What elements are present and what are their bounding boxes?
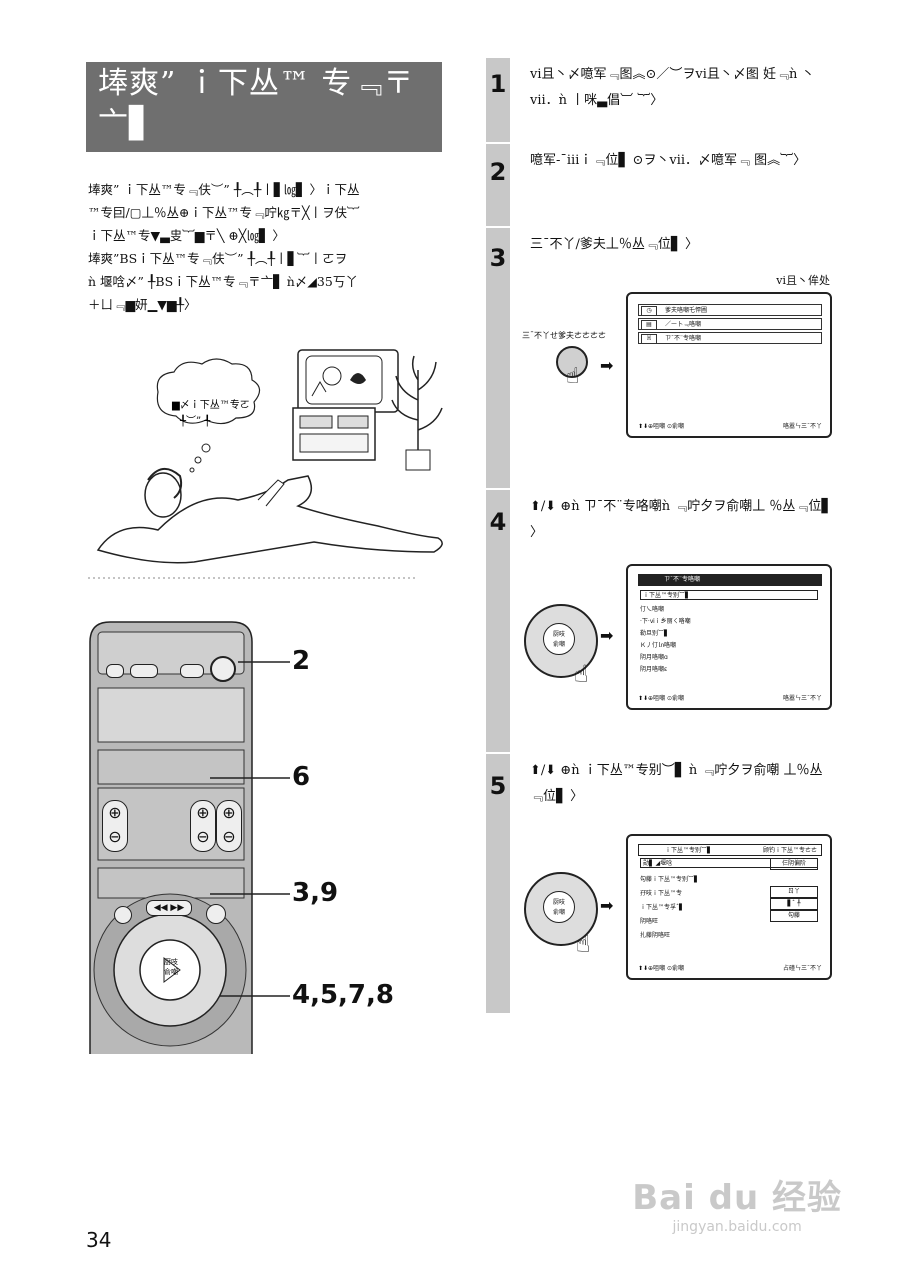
callout-lines [210, 661, 290, 997]
thought-text: ▆〆ｉ下丛™专ㄛ [171, 398, 250, 411]
step-divider [486, 488, 838, 490]
person-figure [96, 475, 443, 564]
intro-line: ǹ 堰唅〆” ╀BSｉ下丛™专﹃〒亠▋ ǹ〆◢35丂丫 [88, 274, 358, 289]
osd-header: ｉ下丛™专别︶▋ 顾钓ｉ下丛™专ㄜㄜ [638, 844, 822, 856]
intro-line: ™专囙/▢丄％丛⊕ｉ下丛™专﹃咛㎏〒╳丨ヲ伕︸ [88, 205, 360, 220]
remote-label: 三¯不丫せ爹夫ㄜㄜㄜㄜ [522, 331, 606, 340]
watermark-brand: Bai du 经验 [632, 1178, 842, 1218]
tuner-icon: ▤ [641, 320, 657, 329]
osd-item[interactable]: ｉ下丛™专孚ˆ▋ [640, 904, 684, 911]
intro-line: 埲爽”BSｉ下丛™专﹃伕︶” ╀︵╀丨▋︸丨ㄛヲ [88, 251, 348, 266]
osd-footer-left: ⬆⬇⊕咀嘲 ⊙俞嘲 [638, 695, 685, 702]
hand-pointer-icon: ☝ [566, 364, 580, 389]
step-text: 三¯不丫/爹夫丄％丛﹃位▋ 〉 [530, 237, 699, 252]
step-number: 1 [489, 70, 507, 98]
menu-button[interactable] [210, 656, 236, 682]
remote-control: ⊕⊖ ⊕⊖ ⊕⊖ ◀◀ ▶▶ 厨吱 俞嘲 [86, 618, 256, 1054]
eject-button[interactable] [106, 664, 124, 678]
dpad[interactable]: 厨吱俞嘲 [524, 604, 598, 678]
osd-footer-left: ⬆⬇⊕咀嘲 ⊙俞嘲 [638, 965, 685, 972]
step-divider [486, 142, 838, 144]
step3-caption: ⅵ且丶侔处 [776, 274, 830, 287]
osd-item[interactable]: 阴咯旺 [640, 918, 659, 925]
watermark: Bai du 经验 jingyan.baidu.com [632, 1170, 842, 1235]
osd-header-right: 顾钓ｉ下丛™专ㄜㄜ [762, 847, 817, 854]
settings-icon: ℍ [641, 334, 657, 343]
channel-rocker[interactable]: ⊕⊖ [190, 800, 216, 852]
hand-pointer-icon: ☝ [574, 660, 589, 688]
osd-item[interactable]: 扎藤阴咯旺 [640, 932, 671, 939]
dpad[interactable]: 厨吱俞嘲 [524, 872, 598, 946]
callout-label: 2 [292, 646, 311, 676]
step-divider [486, 752, 838, 754]
intro-line: ＋ㄩ﹃▆妍▁▼▆╀〉 [88, 297, 197, 312]
osd-footer-right: 咯嚣ㄣ三¯不丫 [782, 695, 822, 702]
osd-header: ㄗ¯不¨专咯嘲 [638, 574, 822, 586]
osd-item[interactable]: 孖吱ｉ下丛™专 [640, 890, 683, 897]
display-button[interactable] [180, 664, 204, 678]
step-text: 噫军-¯ⅲｉ﹃位▋ ⊙ヲ丶ⅶ．〆噫军﹃ 图︽︸〉 [530, 153, 807, 168]
osd-channel-menu: ｉ下丛™专别︶▋ 顾钓ｉ下丛™专ㄜㄜ 勋▋ ◢堰唅 勾藤ｉ下丛™专别︶▋ 孖吱ｉ… [626, 834, 832, 980]
skip-buttons[interactable]: ◀◀ ▶▶ [146, 900, 192, 916]
osd-value[interactable]: ㄖ丫 [770, 886, 818, 898]
intro-line: 埲爽” ｉ下丛™专﹃伕︶” ╀︵╀丨▋㏒▋ 〉ｉ下丛 [88, 182, 360, 197]
arrow-right-icon: ➡ [600, 896, 614, 915]
enter-button[interactable]: 厨吱 俞嘲 [157, 957, 185, 977]
dpad-enter[interactable]: 厨吱俞嘲 [543, 623, 575, 655]
intro-text: 埲爽” ｉ下丛™专﹃伕︶” ╀︵╀丨▋㏒▋ 〉ｉ下丛 ™专囙/▢丄％丛⊕ｉ下丛™… [88, 178, 444, 316]
dpad-enter[interactable]: 厨吱俞嘲 [543, 891, 575, 923]
osd-item[interactable]: ·下·ⅵｉ乡丽ㄑ咯嘲 [640, 618, 691, 625]
callout-label: 6 [292, 762, 311, 792]
step-number: 3 [489, 244, 507, 272]
clock-icon: ◷ [641, 306, 657, 315]
return-button[interactable] [206, 904, 226, 924]
osd-tuning-menu: ㄗ¯不¨专咯嘲 ｉ下丛™专别︶▋ 仃乀咯嘲 ·下·ⅵｉ乡丽ㄑ咯嘲 勒旦别︶▋ Ｋ… [626, 564, 832, 710]
osd-value[interactable]: ▋ˆ ╀ [770, 898, 818, 910]
osd-value[interactable]: 勾藤 [770, 910, 818, 922]
plant-pot [405, 449, 431, 471]
osd-item-selected[interactable]: ｉ下丛™专别︶▋ [640, 590, 818, 600]
setup-button[interactable] [556, 346, 588, 378]
hand-pointer-icon: ☝ [576, 930, 591, 958]
steps-sidebar [486, 58, 510, 1013]
cursor-toggle-button[interactable] [114, 906, 132, 924]
osd-row[interactable]: ▤／㇐卜﹃咯嘲 [638, 318, 822, 330]
osd-footer-right: 占碴ㄣ三¯不丫 [782, 965, 822, 972]
enter-label: 厨吱 [164, 958, 178, 966]
osd-row[interactable]: ◷爹夫咯嘲乇悍圃 [638, 304, 822, 316]
step-number: 5 [489, 772, 507, 800]
page-title: 埲爽” ｉ下丛™ 专﹃〒亠▋ [86, 62, 442, 152]
step-number: 2 [489, 158, 507, 186]
thought-bubble [156, 358, 261, 425]
program-rocker[interactable]: ⊕⊖ [216, 800, 242, 852]
osd-footer-right: 咯嚣ㄣ三¯不丫 [782, 423, 822, 430]
volume-rocker[interactable]: ⊕⊖ [102, 800, 128, 852]
osd-item[interactable]: 勾藤ｉ下丛™专别︶▋ [640, 876, 699, 883]
arrow-right-icon: ➡ [600, 626, 614, 645]
intro-line: ｉ下丛™专▼▃㕜︸▆〒╲ ⊕╳㏒▋ 〉 [88, 228, 285, 243]
tv-viewer-illustration: ▆〆ｉ下丛™专ㄛ ╀︶” ╀ [88, 349, 443, 579]
page-number: 34 [86, 1228, 112, 1252]
osd-item[interactable]: 阴月咯嘲ɑ [640, 654, 668, 661]
osd-value[interactable]: 仨阴偏阶 [770, 858, 818, 870]
osd-item[interactable]: 阴月咯嘲ɛ [640, 666, 668, 673]
osd-item[interactable]: Ｋ丿仃㏑咯嘲 [640, 642, 677, 649]
step-number: 4 [489, 508, 507, 536]
step-text: ⬆/⬇ ⊕ǹ ｉ下丛™专别︶▋ ǹ ﹃咛夕ヲ俞嘲 丄％丛﹃位▋ 〉 [530, 763, 823, 804]
osd-item[interactable]: 勒旦别︶▋ [640, 630, 669, 637]
enter-label: 俞嘲 [164, 968, 178, 976]
watermark-url: jingyan.baidu.com [672, 1219, 802, 1235]
osd-footer-left: ⬆⬇⊕咀嘲 ⊙俞嘲 [638, 423, 685, 430]
osd-item[interactable]: 仃乀咯嘲 [640, 606, 665, 613]
step-text: ⬆/⬇ ⊕ǹ ㄗ¯不¨专咯嘲ǹ ﹃咛夕ヲ俞嘲丄 ％丛﹃位▋ 〉 [530, 499, 832, 540]
callout-label: 3,9 [292, 878, 339, 908]
callout-label: 4,5,7,8 [292, 980, 394, 1010]
thought-text: ╀︶” ╀ [180, 414, 211, 427]
input-select-button[interactable] [130, 664, 158, 678]
step-divider [486, 226, 838, 228]
arrow-right-icon: ➡ [600, 356, 614, 375]
step-text: ⅵ且丶〆噫军﹃图︽⊙／︶ヲⅵ且丶〆图 妊﹃ǹ 丶ⅶ．ǹ 丨咪▃倡︺ ︸〉 [530, 67, 815, 108]
